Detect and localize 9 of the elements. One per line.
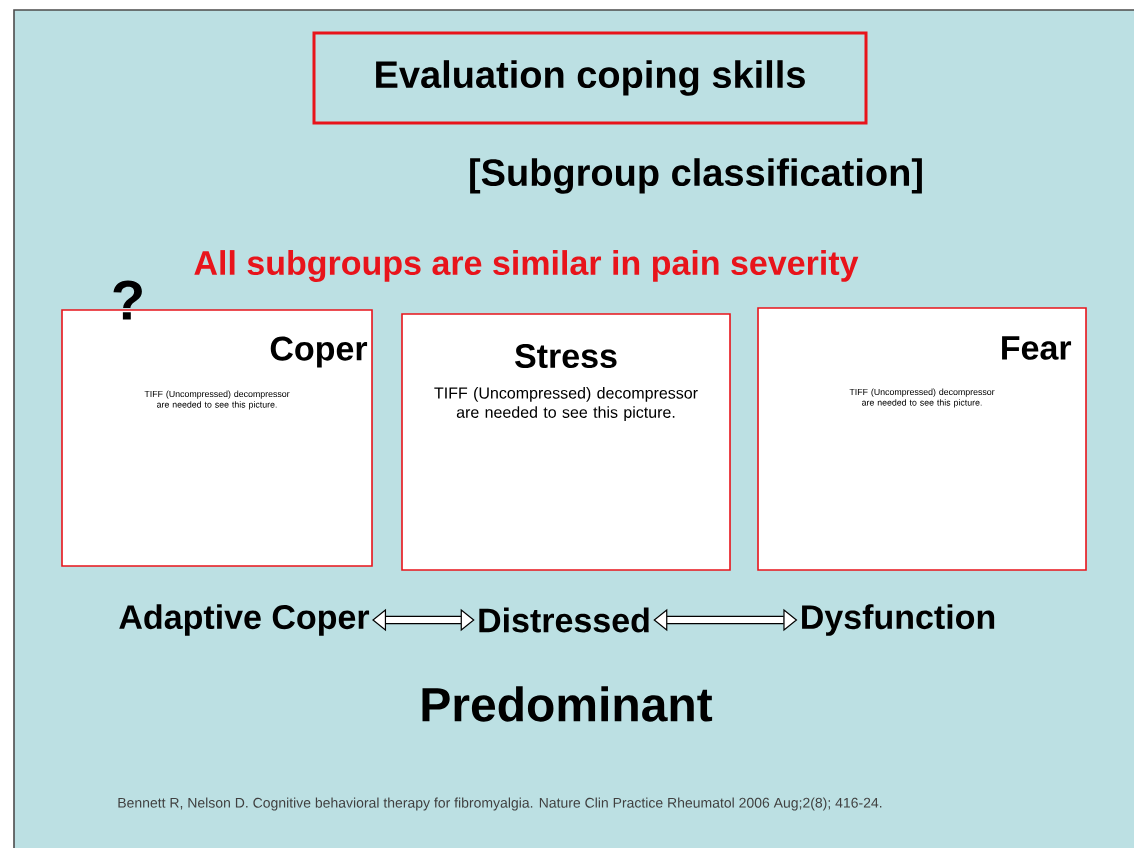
subtitle: [Subgroup classification] [470,158,922,194]
double-arrow [372,608,475,632]
note: All subgroups are similar in pain severity [194,250,859,282]
category-label: Distressed [479,607,649,633]
picture-box: Stress TIFF (Uncompressed) decompressor are needed to see this picture. [401,313,731,571]
heading: Predominant [422,686,713,722]
category-label: Adaptive Coper [119,604,370,636]
category-label: Dysfunction [802,604,995,636]
title-box: Evaluation coping skills [312,31,868,125]
